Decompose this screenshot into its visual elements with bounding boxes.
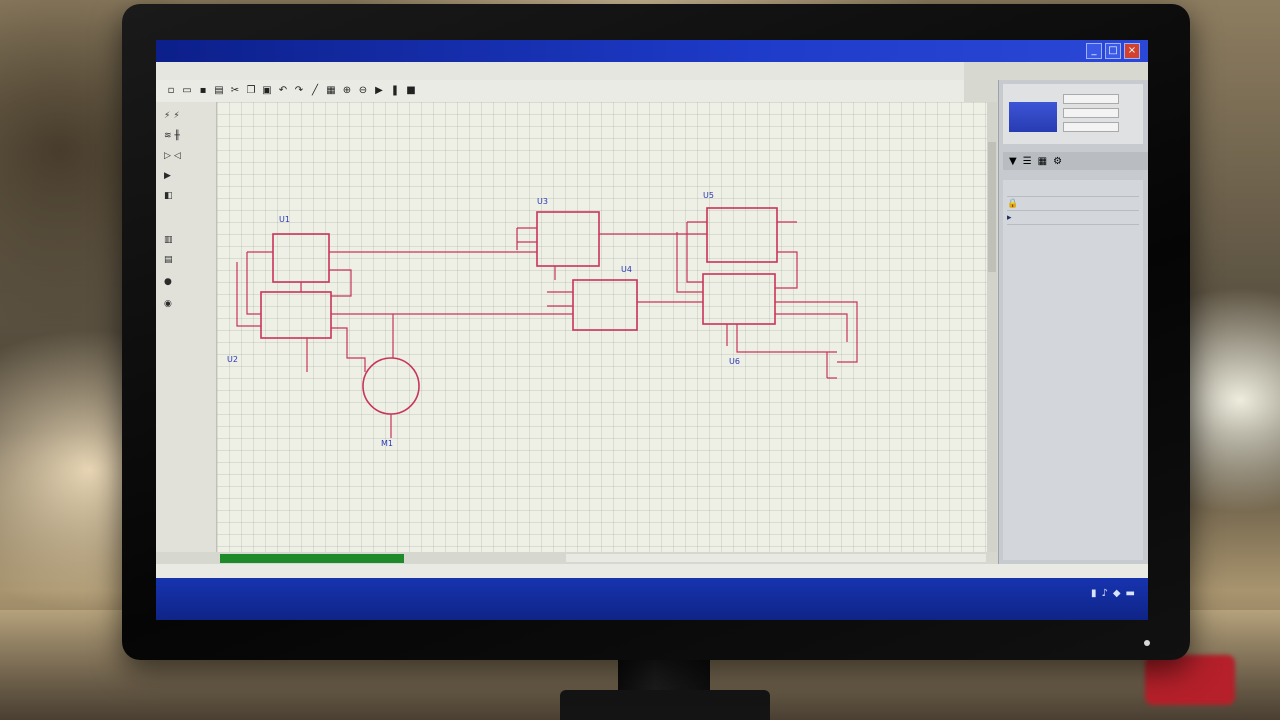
title-bar[interactable]: _ □ × [156, 40, 1148, 62]
properties-box [1003, 84, 1143, 144]
component-u5[interactable] [706, 207, 778, 263]
source-icon-secondary: ⚡ [173, 111, 180, 121]
label-u6: U6 [729, 357, 740, 366]
component-u2[interactable] [260, 291, 332, 339]
horizontal-scrollbar-thumb[interactable] [566, 554, 986, 562]
new-icon[interactable]: ▫ [167, 85, 175, 96]
monitor: _ □ × ▫ ▭ ▪ ▤ ✂ ❐ ▣ ↶ ↷ ╱ ▦ ⊕ ⊖ ▶ ❚ ■ [122, 4, 1190, 660]
component-list: 🔒 ▸ [1003, 180, 1143, 560]
motor-symbol[interactable] [362, 357, 420, 415]
print-icon[interactable]: ▤ [214, 85, 224, 96]
palette-item-source[interactable]: ⚡⚡ [164, 108, 208, 124]
volume-icon[interactable]: ♪ [1101, 588, 1108, 599]
network-icon[interactable]: ▮ [1090, 588, 1097, 599]
list-view-icon[interactable]: ☰ [1022, 155, 1032, 167]
folder-icon: ▸ [1007, 213, 1012, 223]
label-m1: M1 [381, 439, 393, 448]
indicator-icon: ● [164, 277, 172, 287]
maximize-button[interactable]: □ [1105, 43, 1121, 59]
schematic-drawing: U1 U2 U3 U4 U5 U6 M1 [227, 191, 858, 448]
palette-item-meter[interactable]: ◉ [164, 296, 208, 312]
property-field-3[interactable] [1063, 122, 1119, 132]
transistor-icon: ◁ [173, 151, 181, 161]
copy-icon[interactable]: ❐ [246, 85, 256, 96]
diode-icon: ▷ [164, 151, 171, 161]
battery-icon[interactable]: ▬ [1125, 588, 1135, 599]
capacitor-icon: ╫ [174, 131, 180, 141]
property-field-1[interactable] [1063, 94, 1119, 104]
meter-icon: ◉ [164, 299, 172, 309]
component-labels: U1 U2 U3 U4 U5 U6 M1 [227, 191, 740, 448]
label-u3: U3 [537, 197, 548, 206]
resistor-icon: ≋ [164, 131, 172, 141]
vertical-scrollbar-thumb[interactable] [988, 142, 996, 272]
power-led [1144, 640, 1150, 646]
wires [236, 221, 858, 438]
label-u1: U1 [279, 215, 290, 224]
taskbar: ▮ ♪ ◆ ▬ [156, 578, 1148, 620]
palette-item-ttl[interactable]: ◧ [164, 188, 208, 204]
stop-icon[interactable]: ■ [406, 85, 416, 96]
palette-item-misc[interactable]: ▤ [164, 252, 208, 268]
close-button[interactable]: × [1124, 43, 1140, 59]
pause-icon[interactable]: ❚ [390, 85, 400, 96]
label-u5: U5 [703, 191, 714, 200]
monitor-stand-base [560, 690, 770, 720]
palette-item-analog[interactable]: ▶ [164, 168, 208, 184]
cut-icon[interactable]: ✂ [230, 85, 240, 96]
component-u1[interactable] [272, 233, 330, 283]
system-tray: ▮ ♪ ◆ ▬ [1091, 588, 1140, 599]
open-icon[interactable]: ▭ [182, 85, 192, 96]
misc-icon: ▤ [164, 255, 173, 265]
chip-icon: ▥ [164, 235, 173, 245]
panel-toolbar: ▼ ☰ ▦ ⚙ [1003, 152, 1148, 170]
save-icon[interactable]: ▪ [199, 85, 207, 96]
properties-panel: ▼ ☰ ▦ ⚙ 🔒 ▸ [998, 80, 1148, 570]
component-u3[interactable] [536, 211, 600, 267]
palette-item-diode[interactable]: ▷◁ [164, 148, 208, 164]
component-palette: ⚡⚡ ≋╫ ▷◁ ▶ ◧ ▥ ▤ ● ◉ [156, 102, 217, 552]
paste-icon[interactable]: ▣ [262, 85, 272, 96]
minimize-button[interactable]: _ [1086, 43, 1102, 59]
property-field-2[interactable] [1063, 108, 1119, 118]
wire-icon[interactable]: ╱ [311, 85, 319, 96]
redo-icon[interactable]: ↷ [294, 85, 304, 96]
status-bar [156, 564, 1148, 578]
screen: _ □ × ▫ ▭ ▪ ▤ ✂ ❐ ▣ ↶ ↷ ╱ ▦ ⊕ ⊖ ▶ ❚ ■ [156, 40, 1148, 620]
menu-bar [156, 62, 964, 81]
run-icon[interactable]: ▶ [375, 85, 383, 96]
component-icon[interactable]: ▦ [326, 85, 336, 96]
window-controls: _ □ × [1086, 43, 1140, 59]
list-item[interactable]: ▸ [1007, 212, 1139, 225]
red-desk-object [1145, 655, 1235, 705]
source-icon: ⚡ [164, 111, 171, 121]
component-u6[interactable] [702, 273, 776, 325]
opamp-icon: ▶ [164, 171, 171, 181]
palette-item-indicator[interactable]: ● [164, 274, 208, 290]
schematic-canvas[interactable]: U1 U2 U3 U4 U5 U6 M1 [217, 102, 987, 552]
gate-icon: ◧ [164, 191, 173, 201]
security-icon[interactable]: ◆ [1112, 588, 1121, 599]
properties-preview [1009, 102, 1057, 132]
list-item[interactable]: 🔒 [1007, 198, 1139, 211]
vertical-scrollbar[interactable] [987, 102, 997, 552]
panel-settings-icon[interactable]: ⚙ [1053, 155, 1063, 167]
filter-icon[interactable]: ▼ [1009, 155, 1017, 167]
label-u4: U4 [621, 265, 632, 274]
label-u2: U2 [227, 355, 238, 364]
zoom-out-icon[interactable]: ⊖ [358, 85, 368, 96]
undo-icon[interactable]: ↶ [278, 85, 288, 96]
simulation-progress-bar [220, 554, 404, 563]
grid-view-icon[interactable]: ▦ [1037, 155, 1048, 167]
palette-item-basic[interactable]: ≋╫ [164, 128, 208, 144]
toolbar: ▫ ▭ ▪ ▤ ✂ ❐ ▣ ↶ ↷ ╱ ▦ ⊕ ⊖ ▶ ❚ ■ [156, 80, 964, 103]
lock-icon: 🔒 [1007, 199, 1019, 209]
palette-item-cmos[interactable]: ▥ [164, 232, 208, 248]
zoom-in-icon[interactable]: ⊕ [342, 85, 352, 96]
list-item[interactable] [1007, 184, 1139, 197]
component-u4[interactable] [572, 279, 638, 331]
